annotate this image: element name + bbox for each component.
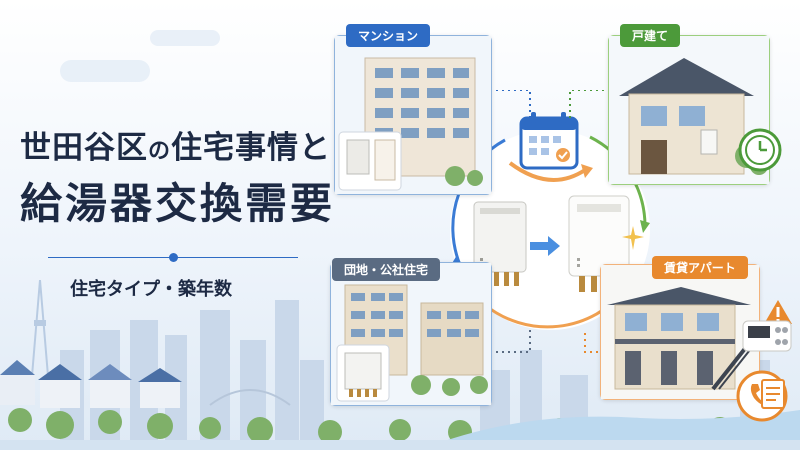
- divider-dot: [169, 253, 178, 262]
- cycle-arrow: [508, 161, 593, 182]
- rental-apartment-illustration: [601, 265, 759, 399]
- mansion-illustration: [335, 36, 491, 194]
- remote-controller-icon: [742, 320, 792, 352]
- cloud-decoration: [60, 60, 150, 82]
- replacement-arrow: [530, 236, 560, 256]
- city-skyline-illustration: [0, 280, 800, 450]
- label-rental-apartment: 賃貸アパート: [652, 256, 748, 279]
- cloud-decoration: [150, 30, 220, 46]
- headline-ward-name: 世田谷区: [20, 130, 148, 166]
- document-icon: [761, 379, 785, 409]
- label-public-housing: 団地・公社住宅: [332, 258, 441, 281]
- panel-rental-apartment: [600, 264, 760, 400]
- public-housing-illustration: [331, 263, 491, 405]
- clock-icon: [738, 128, 782, 172]
- label-mansion: マンション: [346, 24, 431, 47]
- old-water-heater-illustration: [473, 201, 527, 286]
- headline-line-1: 世田谷区の住宅事情と: [20, 122, 331, 167]
- headline-line-2: 給湯器交換需要: [20, 179, 336, 228]
- headline-particle: の: [148, 139, 172, 164]
- sparkle-icon: [622, 226, 644, 250]
- calendar-icon: [519, 112, 579, 170]
- panel-mansion: [334, 35, 492, 195]
- headline-topic: 住宅事情と: [171, 130, 332, 166]
- panel-public-housing: [330, 262, 492, 406]
- label-detached-house: 戸建て: [620, 24, 681, 47]
- connector-lines: [490, 90, 610, 353]
- subtitle: 住宅タイプ・築年数: [70, 279, 232, 300]
